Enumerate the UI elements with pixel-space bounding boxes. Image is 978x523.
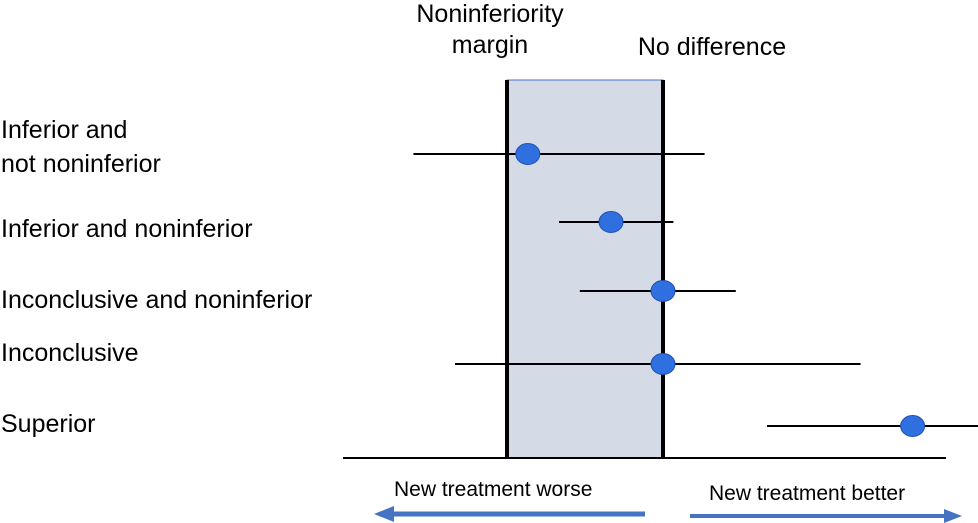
row-label: Inconclusive (1, 336, 139, 370)
margin-header-line-2: margin (451, 31, 529, 59)
point-estimate-marker (650, 353, 676, 375)
worse-direction-label: New treatment worse (394, 478, 593, 501)
row-label: Inferior and noninferior (1, 212, 253, 246)
rows-layer (413, 143, 978, 437)
noninferiority-margin-header: Noninferiority margin (390, 0, 590, 61)
direction-arrows (374, 506, 962, 523)
point-estimate-marker (900, 415, 926, 437)
row-label-line: Inferior and (1, 116, 128, 144)
noninferiority-margin-region (506, 79, 664, 459)
point-estimate-marker (515, 143, 541, 165)
row-label: Superior (1, 407, 96, 441)
row-label-line: Inferior and noninferior (1, 215, 253, 243)
arrow-right-icon (690, 509, 962, 523)
better-direction-label: New treatment better (709, 482, 906, 505)
row-label: Inconclusive and noninferior (1, 283, 312, 317)
row-label-line: Superior (1, 410, 96, 438)
no-difference-header: No difference (637, 33, 787, 61)
point-estimate-marker (598, 211, 624, 233)
point-estimate-marker (650, 280, 676, 302)
row-label-line: Inconclusive (1, 339, 139, 367)
row-label-line: not noninferior (1, 150, 161, 178)
arrow-left-icon (374, 506, 645, 522)
row-label: Inferior and not noninferior (1, 113, 161, 181)
margin-header-line-1: Noninferiority (416, 0, 564, 28)
row-label-line: Inconclusive and noninferior (1, 286, 313, 314)
